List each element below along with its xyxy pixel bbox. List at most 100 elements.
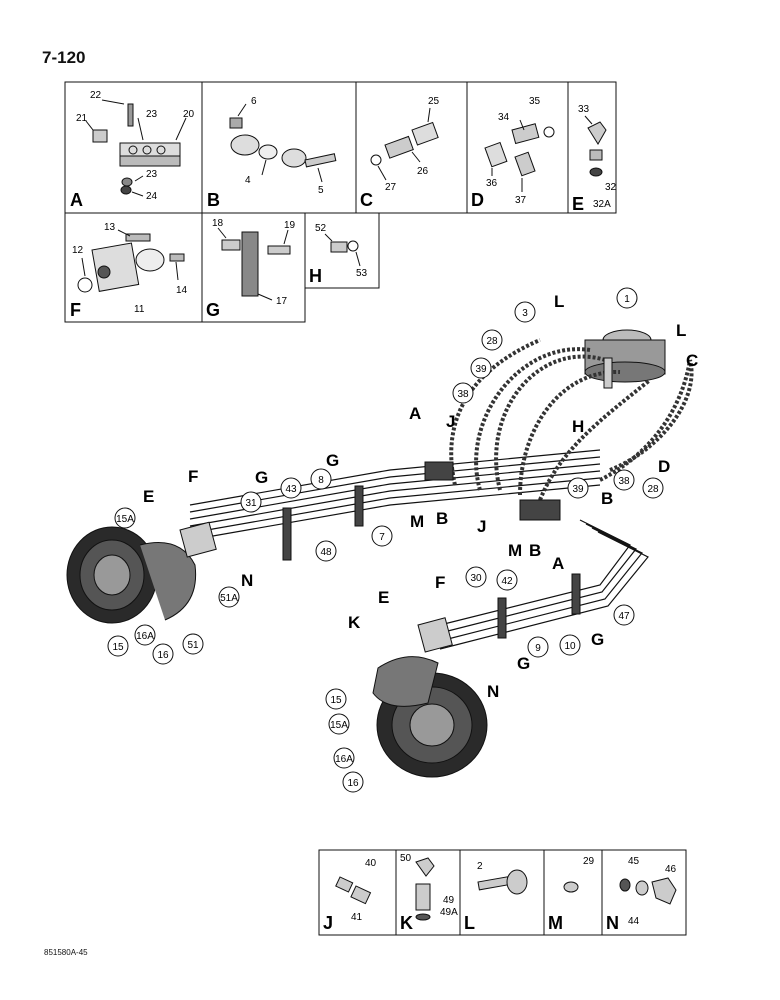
panel-b [201, 81, 357, 214]
panel-e-parts [584, 115, 607, 177]
part-number: 18 [212, 218, 224, 229]
clamp-bar-bottom [119, 155, 181, 167]
lower-tube-bundle [439, 519, 649, 650]
circled-callouts: 1 3 28 39 38 43 8 31 48 7 39 38 28 15A 5… [107, 287, 664, 793]
part-number: 46 [665, 864, 677, 875]
letter-callout: G [255, 468, 268, 487]
document-code: 851580A-45 [44, 948, 88, 957]
letter-callout: J [446, 412, 455, 431]
bottom-panel-numbers: 40 41 50 49 49A 2 29 45 46 44 [351, 853, 677, 927]
panel-letters-bottom: J K L M N [323, 913, 619, 933]
svg-text:16: 16 [157, 650, 169, 661]
letter-callout: C [686, 351, 698, 370]
panel-letter-k: K [400, 913, 413, 933]
panel-letter-c: C [360, 190, 373, 210]
panel-d-parts [484, 119, 555, 192]
svg-text:15A: 15A [116, 514, 134, 525]
callout-circle: 9 [527, 636, 549, 658]
callout-circle: 8 [310, 468, 332, 490]
letter-callout: N [487, 682, 499, 701]
bottom-panel-parts [335, 857, 677, 921]
panel-b-numbers: 6 4 5 [245, 96, 324, 196]
callout-circle: 15 [107, 635, 129, 657]
panel-g-parts [217, 227, 291, 301]
part-number: 11 [134, 304, 145, 315]
svg-text:30: 30 [470, 573, 482, 584]
svg-text:28: 28 [647, 484, 659, 495]
part-number: 29 [583, 856, 595, 867]
letter-callout: L [676, 321, 686, 340]
part-number: 12 [72, 245, 84, 256]
part-number: 36 [486, 178, 498, 189]
letter-callouts: L L C A J H D G G F E M B B J M B A N F … [143, 292, 698, 701]
callout-circle: 1 [616, 287, 638, 309]
svg-text:43: 43 [285, 484, 297, 495]
svg-text:16A: 16A [335, 754, 353, 765]
part-number: 20 [183, 109, 195, 120]
panel-h-parts [324, 233, 361, 267]
part-number: 17 [276, 296, 288, 307]
letter-callout: M [410, 512, 424, 531]
panel-c-parts [370, 107, 439, 181]
part-number: 53 [356, 268, 368, 279]
letter-callout: N [241, 571, 253, 590]
callout-circle: 15A [328, 713, 350, 735]
tube-clamps [282, 461, 581, 639]
callout-circle: 10 [559, 634, 581, 656]
svg-text:16A: 16A [136, 631, 154, 642]
part-number: 49A [440, 907, 458, 918]
letter-callout: G [591, 630, 604, 649]
panel-letter-a: A [70, 190, 83, 210]
panel-e [567, 81, 617, 214]
callout-circle: 7 [371, 525, 393, 547]
svg-text:48: 48 [320, 547, 332, 558]
part-number: 21 [76, 113, 88, 124]
panel-e-numbers: 33 32 32A [578, 104, 617, 210]
panel-letter-e: E [572, 194, 584, 214]
svg-text:15: 15 [112, 642, 124, 653]
part-number: 14 [176, 285, 188, 296]
part-number: 23 [146, 169, 158, 180]
svg-text:8: 8 [318, 475, 324, 486]
svg-text:15: 15 [330, 695, 342, 706]
svg-text:31: 31 [245, 498, 257, 509]
part-number: 23 [146, 109, 158, 120]
panel-b-parts [229, 103, 337, 183]
part-number: 4 [245, 175, 251, 186]
svg-text:3: 3 [522, 308, 528, 319]
part-number: 2 [477, 861, 483, 872]
panel-letter-d: D [471, 190, 484, 210]
letter-callout: M [508, 541, 522, 560]
callout-circle: 51 [182, 633, 204, 655]
part-number: 34 [498, 112, 510, 123]
callout-circle: 16 [152, 643, 174, 665]
callout-circle: 51A [218, 586, 240, 608]
panel-letter-h: H [309, 266, 322, 286]
svg-text:15A: 15A [330, 720, 348, 731]
part-number: 6 [251, 96, 257, 107]
part-number: 22 [90, 90, 102, 101]
callout-circle: 16 [342, 771, 364, 793]
panel-letter-m: M [548, 913, 563, 933]
svg-text:42: 42 [501, 576, 513, 587]
panel-n [601, 849, 687, 936]
letter-callout: B [529, 541, 541, 560]
letter-callout: G [517, 654, 530, 673]
part-number: 49 [443, 895, 455, 906]
svg-text:10: 10 [564, 641, 576, 652]
panel-g-numbers: 18 19 17 [212, 218, 296, 307]
panel-h [304, 212, 380, 289]
letter-callout: E [143, 487, 154, 506]
callout-circle: 28 [642, 477, 664, 499]
svg-text:38: 38 [457, 389, 469, 400]
svg-text:51A: 51A [220, 593, 238, 604]
panel-letters-top: A B C D E F G H [70, 190, 584, 320]
svg-text:38: 38 [618, 476, 630, 487]
svg-text:47: 47 [618, 611, 630, 622]
svg-text:28: 28 [486, 336, 498, 347]
tube-blocks [179, 357, 613, 653]
part-number: 33 [578, 104, 590, 115]
callout-circle: 15A [114, 507, 136, 529]
letter-callout: H [572, 417, 584, 436]
